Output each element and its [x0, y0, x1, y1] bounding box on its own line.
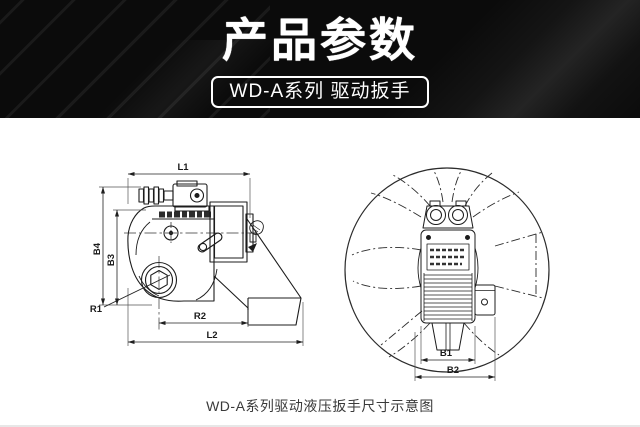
front-view-drawing: B1 B2	[344, 167, 550, 381]
side-view-drawing: L1 B4 B3 R1 R2 L2	[90, 162, 304, 346]
wheel-spokes	[351, 170, 544, 358]
centerlines	[124, 232, 256, 331]
page-title: 产品参数	[222, 14, 418, 66]
dim-label-b3: B3	[106, 254, 117, 266]
latch-lever	[248, 220, 264, 252]
swivel-coupler	[138, 180, 210, 212]
diagonal-streaks-decoration	[0, 0, 270, 118]
dim-label-b1: B1	[440, 348, 453, 359]
cylinder-block	[209, 201, 254, 263]
diagonal-sheen-decoration	[0, 40, 280, 118]
side-view-dimensions	[99, 171, 304, 346]
front-view-dimensions	[414, 317, 496, 381]
square-drive	[474, 284, 496, 316]
series-badge-row: WD-A系列 驱动扳手	[0, 76, 640, 108]
label-plate-marking	[430, 248, 466, 266]
detail-circle	[344, 167, 550, 373]
section-divider	[0, 425, 640, 427]
dim-label-r1: R1	[90, 304, 103, 315]
ribbed-grip	[423, 273, 473, 321]
dim-label-b2: B2	[447, 365, 459, 376]
dimension-diagram: L1 B4 B3 R1 R2 L2	[90, 162, 550, 381]
dim-label-l1: L1	[177, 162, 189, 173]
dim-label-b4: B4	[92, 242, 103, 255]
dim-label-r2: R2	[194, 311, 206, 322]
dim-label-l2: L2	[206, 330, 217, 341]
wrench-body	[127, 205, 223, 302]
header-banner: 产品参数 WD-A系列 驱动扳手	[0, 0, 640, 118]
diagonal-sheen-decoration	[260, 0, 640, 118]
reaction-arm	[213, 218, 302, 326]
brand-marking	[159, 211, 211, 218]
release-lever	[197, 232, 223, 253]
front-view-tool	[417, 200, 496, 351]
series-badge: WD-A系列 驱动扳手	[210, 76, 430, 108]
diagram-caption: WD-A系列驱动液压扳手尺寸示意图	[206, 398, 434, 414]
